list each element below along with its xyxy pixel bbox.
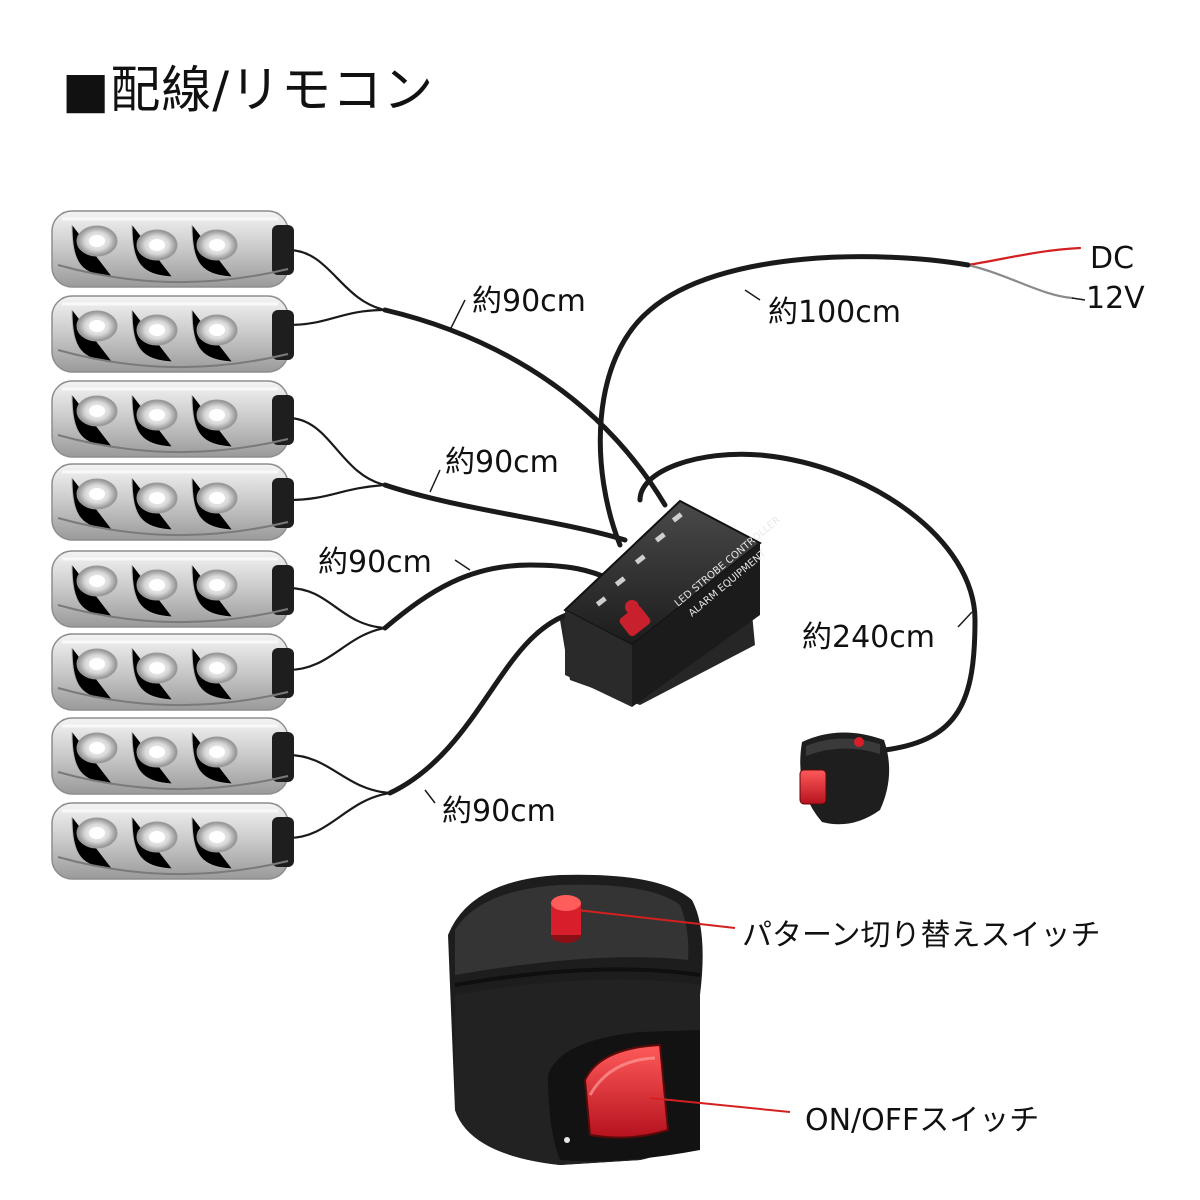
power-label-dc: DC — [1090, 241, 1135, 276]
label-leaders — [424, 289, 1086, 804]
power-cable-length-label: 約100cm — [768, 295, 901, 330]
led-bar — [50, 209, 296, 289]
power-switch-leader — [649, 1097, 791, 1113]
cable-length-label: 約90cm — [445, 445, 559, 480]
cable-length-label: 約90cm — [472, 284, 586, 319]
remote-switch-small — [799, 732, 890, 825]
strobe-controller: LED STROBE CONTROLLER ALARM EQUIPMENT — [560, 499, 783, 707]
led-bar — [50, 294, 296, 374]
led-bar — [50, 379, 296, 459]
led-bar — [50, 632, 296, 712]
pattern-switch-callout: パターン切り替えスイッチ — [742, 918, 1101, 953]
remote-switch-large — [448, 874, 703, 1165]
cable-length-label: 約90cm — [318, 545, 432, 580]
callout-leaders — [576, 909, 791, 1113]
power-switch-callout: ON/OFFスイッチ — [805, 1103, 1040, 1138]
pattern-switch-leader — [576, 909, 736, 929]
cable-length-label: 約90cm — [442, 794, 556, 829]
wires — [286, 246, 1082, 840]
led-bar — [50, 801, 296, 881]
led-bar — [50, 716, 296, 796]
led-bar — [50, 462, 296, 542]
led-bar-array — [50, 209, 296, 881]
power-label-voltage: 12V — [1086, 281, 1145, 316]
led-bar — [50, 549, 296, 629]
remote-cable-length-label: 約240cm — [802, 620, 935, 655]
page-title: ■配線/リモコン — [62, 61, 435, 119]
